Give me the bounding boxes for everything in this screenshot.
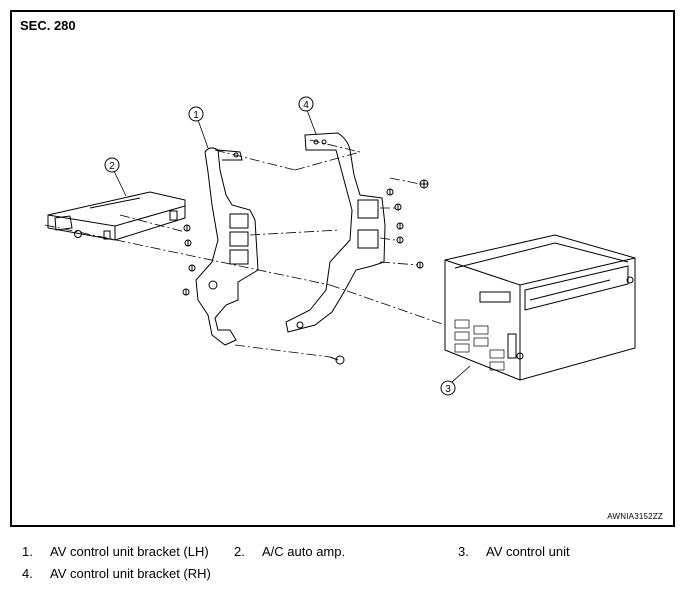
callout-4: 4 — [298, 96, 314, 112]
callout-2: 2 — [104, 157, 120, 173]
screws — [182, 179, 429, 365]
legend-item-1: 1. AV control unit bracket (LH) — [22, 544, 209, 559]
legend-item-2-label: A/C auto amp. — [262, 544, 346, 559]
callout-3: 3 — [440, 380, 456, 396]
ac-auto-amp-unit — [47, 191, 186, 241]
callout-2-label: 2 — [109, 161, 115, 172]
av-bracket-lh — [195, 147, 259, 346]
av-control-unit — [444, 234, 636, 381]
parts-legend: 1. AV control unit bracket (LH) 2. A/C aut… — [0, 540, 685, 590]
legend-item-3-label: AV control unit — [486, 544, 570, 559]
exploded-view-drawing: 1 2 3 4 — [44, 96, 636, 396]
legend-item-4-number: 4. — [22, 566, 33, 581]
callout-1-label: 1 — [193, 110, 199, 121]
assembly-lines — [44, 139, 446, 358]
callout-1: 1 — [188, 106, 204, 122]
legend-item-4-label: AV control unit bracket (RH) — [50, 566, 211, 581]
legend-item-3: 3. AV control unit — [458, 544, 570, 559]
diagram-frame: SEC. 280 AWNIA3152ZZ — [10, 10, 675, 527]
legend-item-1-number: 1. — [22, 544, 33, 559]
section-label: SEC. 280 — [20, 18, 76, 33]
callout-3-label: 3 — [445, 384, 451, 395]
figure-code: AWNIA3152ZZ — [607, 512, 663, 521]
av-bracket-rh — [285, 132, 386, 333]
legend-item-4: 4. AV control unit bracket (RH) — [22, 566, 211, 581]
callout-4-label: 4 — [303, 100, 309, 111]
legend-item-1-label: AV control unit bracket (LH) — [50, 544, 209, 559]
legend-item-2-number: 2. — [234, 544, 245, 559]
callout-leaders — [113, 109, 471, 383]
legend-item-2: 2. A/C auto amp. — [234, 544, 345, 559]
legend-item-3-number: 3. — [458, 544, 469, 559]
